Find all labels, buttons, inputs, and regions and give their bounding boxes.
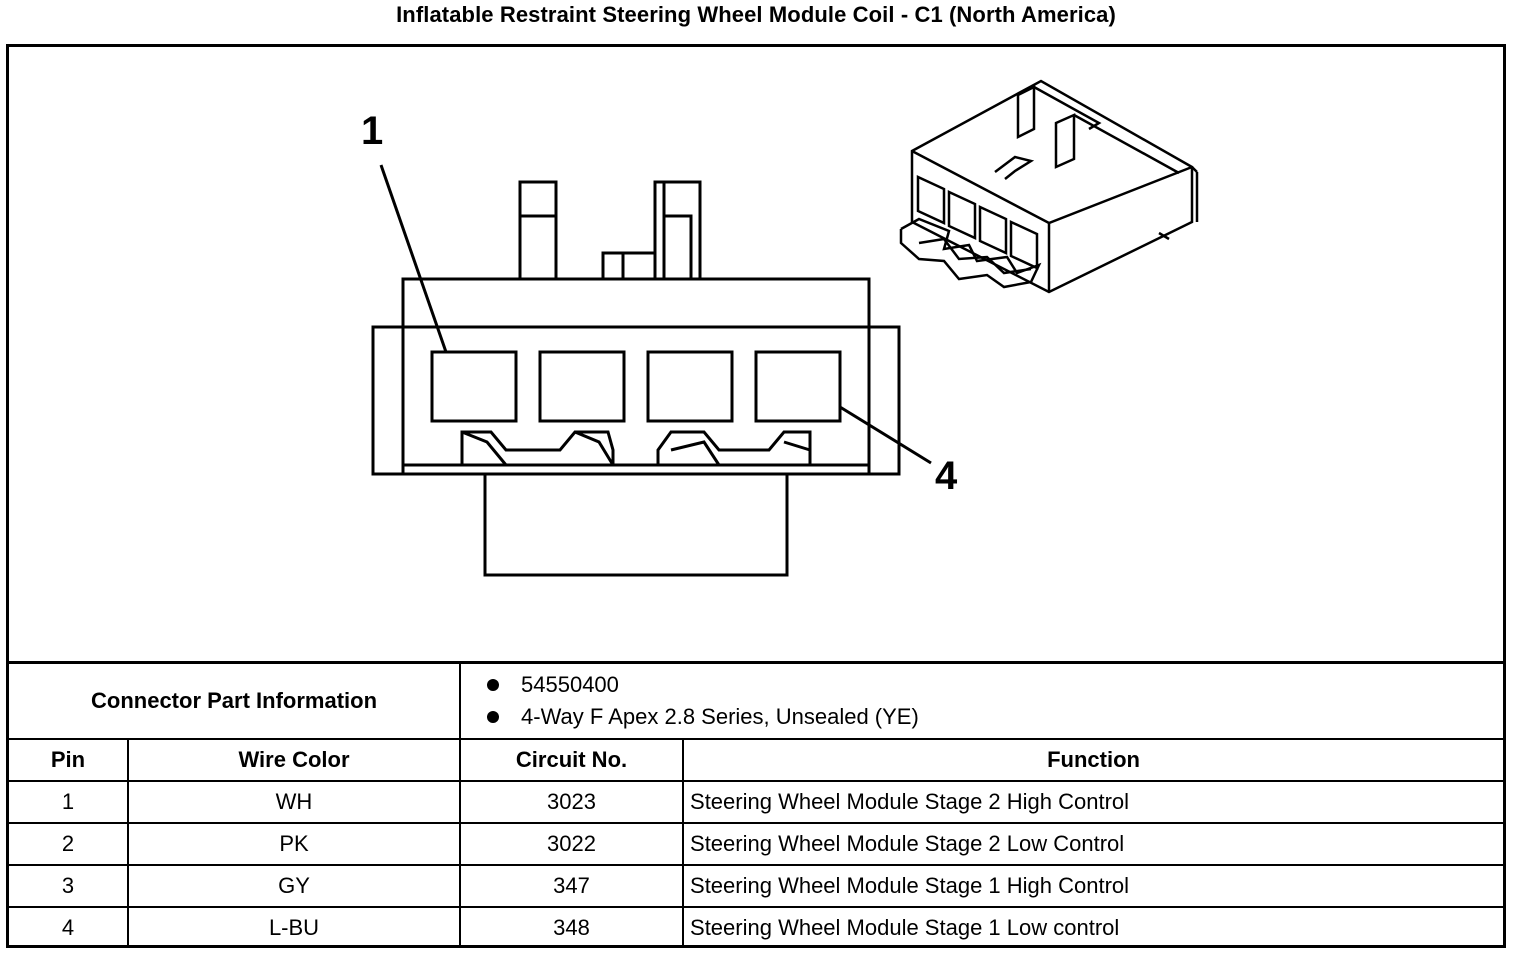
- connector-drawing: 1 4: [361, 79, 1199, 577]
- function-cell: Steering Wheel Module Stage 2 High Contr…: [682, 780, 1504, 824]
- pin-cell: 1: [9, 780, 129, 824]
- pin-4-callout: 4: [935, 454, 958, 498]
- connector-part-info-list: 54550400 4-Way F Apex 2.8 Series, Unseal…: [459, 661, 1504, 740]
- pin-cell: 3: [9, 864, 129, 908]
- header-circuit: Circuit No.: [459, 738, 685, 782]
- header-function: Function: [682, 738, 1504, 782]
- connector-frame: 1 4 Connector Part Information 54550400 …: [6, 44, 1506, 948]
- pin-cell: 4: [9, 906, 129, 948]
- bullet-icon: [487, 679, 500, 691]
- circuit-cell: 347: [459, 864, 685, 908]
- table-row: 4 L-BU 348 Steering Wheel Module Stage 1…: [9, 906, 1504, 948]
- connector-part-info-label: Connector Part Information: [9, 661, 462, 740]
- table-header-row: Pin Wire Color Circuit No. Function: [9, 738, 1504, 782]
- part-info-item: 4-Way F Apex 2.8 Series, Unsealed (YE): [481, 701, 1503, 733]
- circuit-cell: 3022: [459, 822, 685, 866]
- wire-color-cell: WH: [126, 780, 462, 824]
- wire-color-cell: GY: [126, 864, 462, 908]
- table-row: 3 GY 347 Steering Wheel Module Stage 1 H…: [9, 864, 1504, 908]
- pin-1-callout: 1: [361, 109, 383, 153]
- pin-cell: 2: [9, 822, 129, 866]
- header-wire-color: Wire Color: [126, 738, 462, 782]
- connector-table: Connector Part Information 54550400 4-Wa…: [9, 661, 1504, 948]
- table-row: 1 WH 3023 Steering Wheel Module Stage 2 …: [9, 780, 1504, 824]
- table-row: 2 PK 3022 Steering Wheel Module Stage 2 …: [9, 822, 1504, 866]
- function-cell: Steering Wheel Module Stage 1 High Contr…: [682, 864, 1504, 908]
- cavity-2: [538, 350, 626, 423]
- connector-part-info-row: Connector Part Information 54550400 4-Wa…: [9, 661, 1504, 740]
- circuit-cell: 348: [459, 906, 685, 948]
- function-cell: Steering Wheel Module Stage 2 Low Contro…: [682, 822, 1504, 866]
- cavity-1: [430, 350, 518, 423]
- header-pin: Pin: [9, 738, 129, 782]
- circuit-cell: 3023: [459, 780, 685, 824]
- page-title: Inflatable Restraint Steering Wheel Modu…: [396, 2, 1116, 27]
- wire-color-cell: PK: [126, 822, 462, 866]
- cavity-3: [646, 350, 734, 423]
- function-cell: Steering Wheel Module Stage 1 Low contro…: [682, 906, 1504, 948]
- bullet-icon: [487, 711, 500, 723]
- connector-isometric-view: [899, 79, 1199, 294]
- cavity-4: [754, 350, 842, 423]
- connector-front-view: [371, 164, 932, 577]
- wire-color-cell: L-BU: [126, 906, 462, 948]
- part-info-item: 54550400: [481, 669, 1503, 701]
